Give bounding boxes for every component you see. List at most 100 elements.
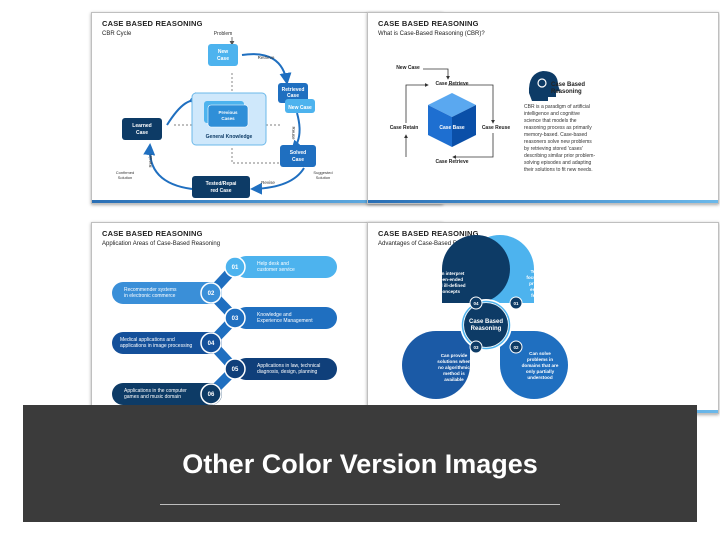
item-number-01: 01 <box>232 265 239 271</box>
petal-text-03d: method is <box>443 371 465 376</box>
label-case-retain: Case Retain <box>390 125 419 131</box>
cbr-cube-diagram: New Case Case Retrieve Case Retain Case … <box>390 65 596 173</box>
head-gear-icon <box>528 71 560 101</box>
petal-text-01e: features <box>531 293 549 298</box>
label-case-retrieve-bottom: Case Retrieve <box>435 159 468 165</box>
slide-footer-bar <box>368 200 718 203</box>
item-number-03: 03 <box>232 316 239 322</box>
svg-text:describing similar prior probl: describing similar prior problem- <box>524 153 595 159</box>
petal-text-02c: domains that are <box>522 363 559 368</box>
slide-advantages[interactable]: CASE BASED REASONING Advantages of Case-… <box>367 222 719 414</box>
label-general-knowledge: General Knowledge <box>206 134 253 140</box>
advantages-diagram: Case Based Reasoning 01 02 03 04 Tends t… <box>402 235 568 399</box>
side-heading-2: Reasoning <box>551 89 582 95</box>
label-solved-case-2: Case <box>292 157 304 163</box>
slide-subtitle: CBR Cycle <box>102 31 132 37</box>
other-color-version-banner: Other Color Version Images <box>23 405 697 522</box>
item-text-05a: Applications in law, technical <box>257 363 320 369</box>
label-retrieved-case-1: Retrieved <box>282 87 305 93</box>
item-text-01a: Help desk and <box>257 261 289 267</box>
label-reuse: Reuse <box>291 126 296 140</box>
petal-text-02e: understood <box>527 375 552 380</box>
slide-what-is-cbr[interactable]: CASE BASED REASONING What is Case-Based … <box>367 12 719 204</box>
petal-num-03: 03 <box>473 345 479 350</box>
petal-text-04c: and ill-defined <box>434 283 465 288</box>
label-suggested-solution-2: Solution <box>316 175 330 180</box>
label-retrieve: Retrieve <box>258 55 275 60</box>
petal-text-01a: Tends to <box>531 269 550 274</box>
item-text-02b: in electronic commerce <box>124 293 176 299</box>
label-new-case: New Case <box>396 65 420 71</box>
label-learned-case-2: Case <box>136 130 148 136</box>
item-text-02a: Recommender systems <box>124 287 177 293</box>
description-text: CBR is a paradigm of artificial intellig… <box>524 104 595 173</box>
center-label-2: Reasoning <box>471 326 502 332</box>
application-areas-diagram: 01 02 03 04 05 06 Help desk and customer… <box>112 256 337 405</box>
item-text-04a: Medical applications and <box>120 337 175 343</box>
petal-num-02: 02 <box>513 345 519 350</box>
petal-num-04: 04 <box>473 301 479 306</box>
label-case-base: Case Base <box>439 125 465 131</box>
item-number-04: 04 <box>208 341 215 347</box>
item-number-05: 05 <box>232 367 239 373</box>
slide-title: CASE BASED REASONING <box>102 229 203 238</box>
petal-text-03c: no algorithmic <box>438 365 470 370</box>
slide-title: CASE BASED REASONING <box>102 19 203 28</box>
label-case-reuse: Case Reuse <box>482 125 511 131</box>
petal-text-01b: focus on the <box>526 275 554 280</box>
label-revise: Revise <box>261 180 275 185</box>
item-number-02: 02 <box>208 291 215 297</box>
label-retain: Retain <box>148 154 153 168</box>
label-learned-case-1: Learned <box>132 123 151 129</box>
item-text-03a: Knowledge and <box>257 312 292 318</box>
item-text-05b: diagnosis, design, planning <box>257 369 318 375</box>
svg-text:science that models the: science that models the <box>524 118 577 124</box>
item-text-03b: Experience Management <box>257 318 313 324</box>
label-case-retrieve-top: Case Retrieve <box>435 81 468 87</box>
slide-subtitle: What is Case-Based Reasoning (CBR)? <box>378 31 485 37</box>
petal-text-04d: concepts <box>440 289 461 294</box>
label-tested-case-2: red Case <box>210 188 231 194</box>
petal-text-04a: Can interpret <box>436 271 465 276</box>
svg-text:reasoning process as primarily: reasoning process as primarily <box>524 125 592 131</box>
svg-text:solving episodes and adapting: solving episodes and adapting <box>524 160 591 166</box>
banner-title: Other Color Version Images <box>182 449 538 479</box>
label-suggested-solution-1: Suggested <box>313 170 332 175</box>
petal-text-03e: available <box>444 377 464 382</box>
label-problem: Problem <box>214 31 233 37</box>
item-number-06: 06 <box>208 392 215 398</box>
petal-text-02a: Can solve <box>529 351 551 356</box>
petal-text-04b: open-ended <box>437 277 463 282</box>
svg-text:intelligence and cognitive: intelligence and cognitive <box>524 111 580 117</box>
label-new-case-2: Case <box>217 56 229 62</box>
item-text-01b: customer service <box>257 267 295 273</box>
slide-footer-bar <box>92 200 442 203</box>
label-previous-cases-1: Previous <box>218 110 238 115</box>
label-retrieved-case-2: Case <box>287 93 299 99</box>
petal-text-01c: problem's <box>529 281 551 286</box>
label-confirmed-solution-1: Confirmed <box>116 170 134 175</box>
svg-text:by retrieving stored 'cases': by retrieving stored 'cases' <box>524 146 583 152</box>
slide-subtitle: Advantages of Case-Based Reasoning <box>378 241 482 247</box>
svg-text:their solutions to fit new nee: their solutions to fit new needs. <box>524 167 593 173</box>
banner-divider <box>160 504 560 505</box>
label-previous-cases-2: Cases <box>221 116 235 121</box>
petal-text-03b: solutions when <box>437 359 471 364</box>
svg-text:CBR is a paradigm of artificia: CBR is a paradigm of artificial <box>524 104 590 110</box>
petal-text-03a: Can provide <box>441 353 468 358</box>
slide-title: CASE BASED REASONING <box>378 229 479 238</box>
item-text-06b: games and music domain <box>124 394 181 400</box>
svg-text:memory-based. Case-based: memory-based. Case-based <box>524 132 587 138</box>
label-solved-case-1: Solved <box>290 150 306 156</box>
cbr-cycle-diagram: Problem New Case Retrieve Retrieved Case… <box>116 31 333 198</box>
petal-num-01: 01 <box>513 301 519 306</box>
label-new-case-1: New <box>218 49 228 55</box>
petal-text-02d: only partially <box>526 369 555 374</box>
slide-subtitle: Application Areas of Case-Based Reasonin… <box>102 241 221 247</box>
label-tested-case-1: Tested/Repai <box>206 181 237 187</box>
label-new-case-box: New Case <box>288 105 312 111</box>
petal-text-01d: essential <box>530 287 550 292</box>
svg-text:reasoners solve new problems: reasoners solve new problems <box>524 139 592 145</box>
side-heading-1: Case Based <box>551 82 585 88</box>
petal-text-02b: problems in <box>527 357 553 362</box>
